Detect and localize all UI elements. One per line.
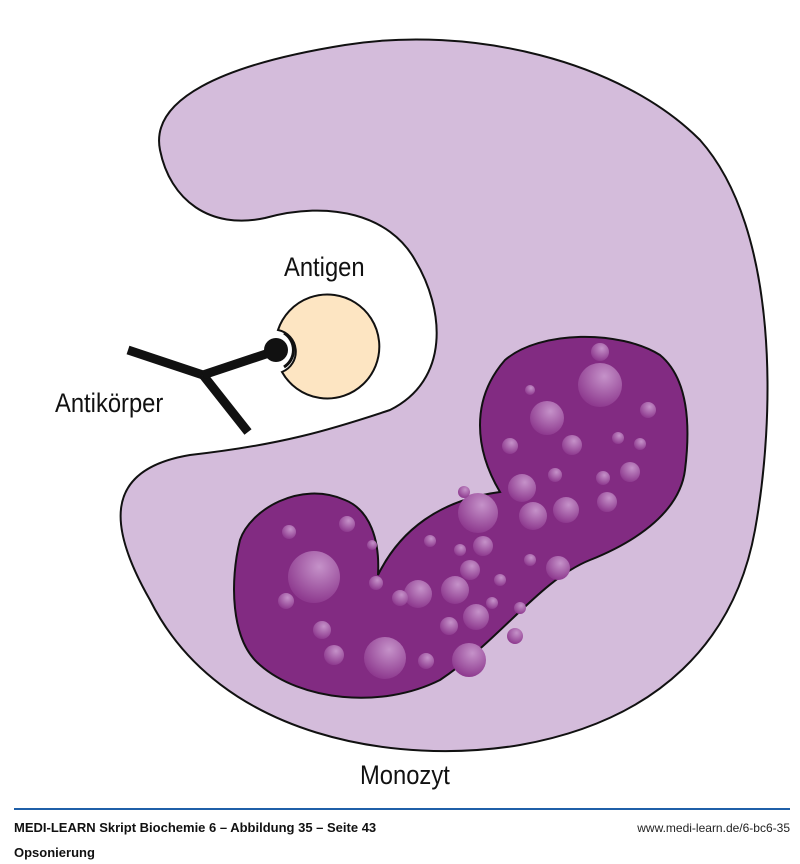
- granule: [596, 471, 610, 485]
- granule: [530, 401, 564, 435]
- granule: [324, 645, 344, 665]
- granule: [278, 593, 294, 609]
- source-url: www.medi-learn.de/6-bc6-35: [637, 821, 790, 835]
- antibody: [126, 345, 274, 435]
- monocyte-label: Monozyt: [360, 760, 450, 790]
- granule: [508, 474, 536, 502]
- granule: [452, 643, 486, 677]
- figure-subcaption: Opsonierung: [14, 845, 95, 860]
- granule: [620, 462, 640, 482]
- granule: [553, 497, 579, 523]
- granule: [367, 540, 377, 550]
- granule: [597, 492, 617, 512]
- antibody-label: Antikörper: [55, 388, 164, 418]
- granule: [524, 554, 536, 566]
- granule: [424, 535, 436, 547]
- antigen: [276, 293, 381, 400]
- granule: [288, 551, 340, 603]
- granule: [507, 628, 523, 644]
- granule: [313, 621, 331, 639]
- granule: [519, 502, 547, 530]
- granule: [454, 544, 466, 556]
- granule: [612, 432, 624, 444]
- granule: [339, 516, 355, 532]
- granule: [282, 525, 296, 539]
- granule: [440, 617, 458, 635]
- antigen-label: Antigen: [284, 252, 365, 282]
- granule: [548, 468, 562, 482]
- granule: [473, 536, 493, 556]
- granule: [640, 402, 656, 418]
- granule: [525, 385, 535, 395]
- granule: [458, 486, 470, 498]
- granule: [458, 493, 498, 533]
- antibody-binding-site: [264, 338, 288, 362]
- nucleus-granules: [278, 343, 656, 679]
- figure-caption: MEDI-LEARN Skript Biochemie 6 – Abbildun…: [14, 820, 377, 835]
- granule: [502, 438, 518, 454]
- granule: [460, 560, 480, 580]
- footer-divider: [14, 808, 790, 810]
- granule: [494, 574, 506, 586]
- granule: [418, 653, 434, 669]
- granule: [463, 604, 489, 630]
- granule: [441, 576, 469, 604]
- granule: [591, 343, 609, 361]
- granule: [634, 438, 646, 450]
- granule: [578, 363, 622, 407]
- granule: [369, 576, 383, 590]
- granule: [546, 556, 570, 580]
- granule: [404, 580, 432, 608]
- granule: [392, 590, 408, 606]
- granule: [364, 637, 406, 679]
- granule: [486, 597, 498, 609]
- granule: [562, 435, 582, 455]
- granule: [514, 602, 526, 614]
